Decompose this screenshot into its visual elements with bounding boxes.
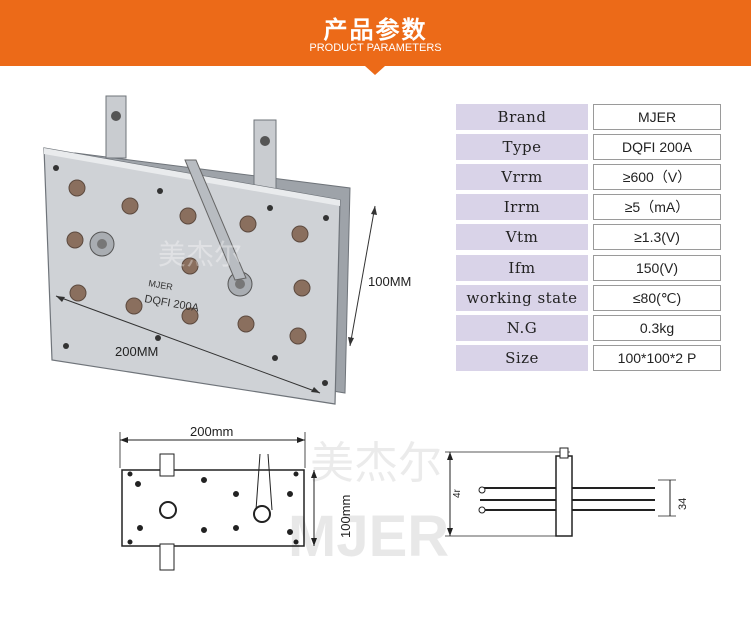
spec-value: 150(V) bbox=[593, 255, 721, 281]
spec-label: Vtm bbox=[456, 224, 588, 250]
photo-width-label: 200MM bbox=[115, 344, 159, 359]
spec-value: ≥5（mA） bbox=[593, 194, 721, 220]
plate-brand-text: MJER bbox=[148, 278, 174, 292]
spec-value: 100*100*2 P bbox=[593, 345, 721, 371]
header-notch bbox=[365, 66, 385, 75]
spec-value: DQFI 200A bbox=[593, 134, 721, 160]
header-title: 产品参数 bbox=[323, 16, 428, 44]
spec-value: ≥600（V） bbox=[593, 164, 721, 190]
spec-value: MJER bbox=[593, 104, 721, 130]
spec-label: N.G bbox=[456, 315, 588, 341]
spec-label: Type bbox=[456, 134, 588, 160]
photo-height-label: 100MM bbox=[368, 274, 412, 289]
technical-drawing: 200mm 100mm 美杰尔 MJER 4r 34 bbox=[119, 424, 689, 571]
spec-label: Size bbox=[456, 345, 588, 371]
spec-value: ≤80(℃) bbox=[593, 285, 721, 311]
drawing-profile-thickness: 34 bbox=[677, 498, 689, 510]
header-banner: 产品参数 PRODUCT PARAMETERS bbox=[0, 0, 751, 66]
drawing-top-dimension: 200mm bbox=[190, 424, 233, 439]
spec-label: Brand bbox=[456, 104, 588, 130]
spec-label: Irrm bbox=[456, 194, 588, 220]
spec-label: Ifm bbox=[456, 255, 588, 281]
spec-label: working state bbox=[456, 285, 588, 311]
product-photo: MJER DQFI 200A 美杰尔 bbox=[43, 95, 377, 405]
spec-value: ≥1.3(V) bbox=[593, 224, 721, 250]
spec-value: 0.3kg bbox=[593, 315, 721, 341]
photo-watermark-chinese: 美杰尔 bbox=[158, 238, 242, 271]
header-subtitle: PRODUCT PARAMETERS bbox=[309, 42, 442, 54]
spec-label: Vrrm bbox=[456, 164, 588, 190]
drawing-side-dimension: 100mm bbox=[338, 495, 353, 538]
drawing-watermark-chinese: 美杰尔 bbox=[310, 438, 442, 489]
drawing-profile-height: 4r bbox=[452, 488, 463, 498]
drawing-watermark-latin: MJER bbox=[288, 504, 449, 569]
